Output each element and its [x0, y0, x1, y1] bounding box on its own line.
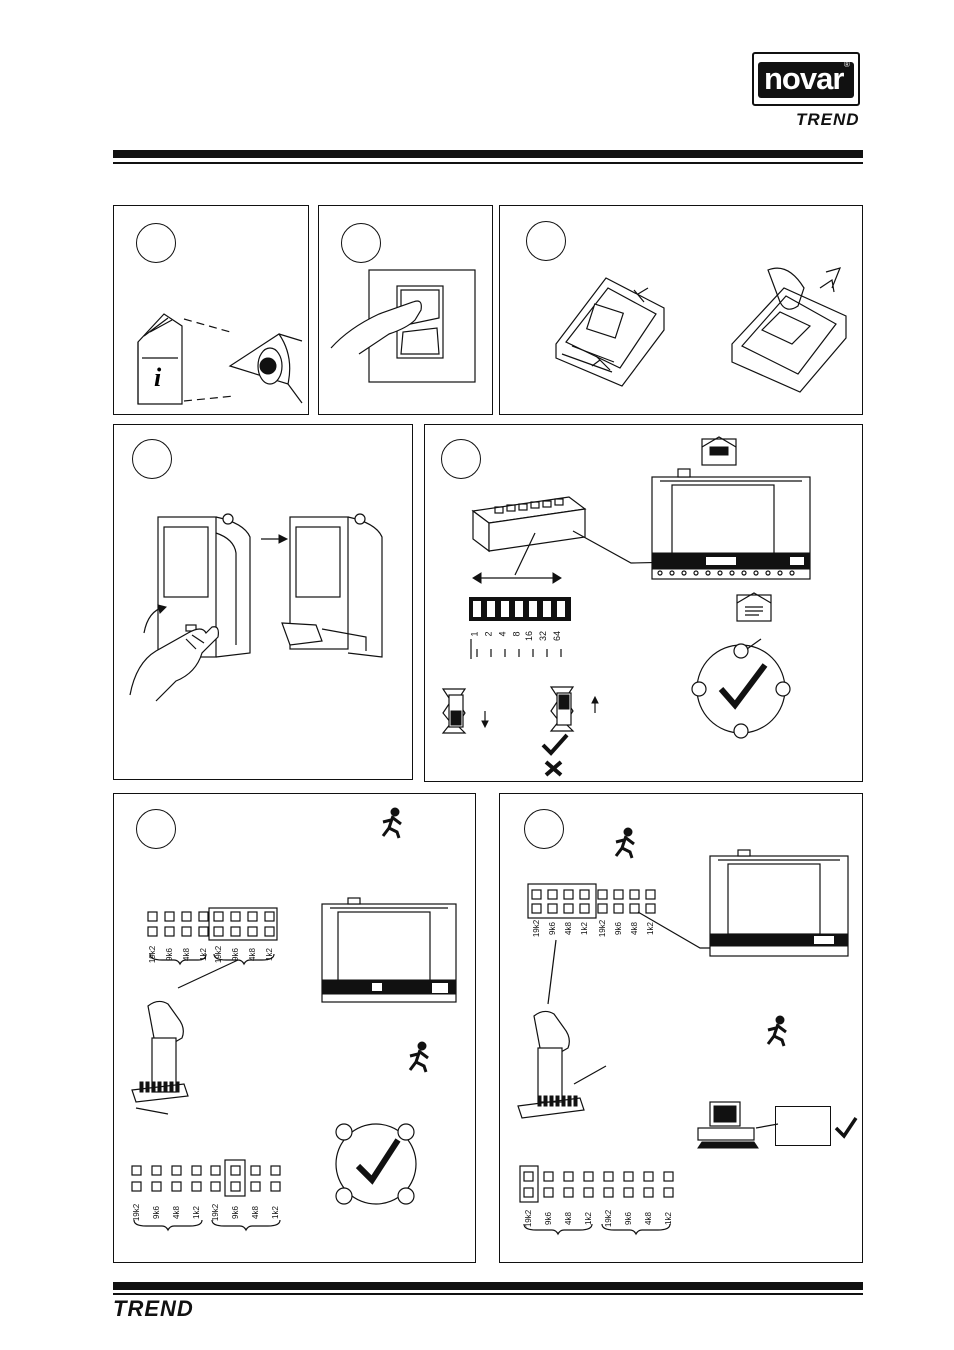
- device-front-panel: [708, 850, 850, 960]
- hand-jumper-illustration: [514, 1008, 624, 1128]
- step-number-circle: [136, 809, 176, 849]
- device-front-panel: [650, 469, 815, 581]
- footer-rule-thin: [113, 1293, 863, 1295]
- registered-mark: ®: [844, 60, 850, 69]
- switch-off-detail: [435, 683, 495, 739]
- footer-rule-thick: [113, 1282, 863, 1290]
- brace-group: [522, 1222, 682, 1236]
- running-person-icon: [404, 1040, 436, 1074]
- arrow-right-icon: [259, 533, 289, 545]
- checkmark-icon: [834, 1116, 858, 1140]
- header-rule-thin: [113, 162, 863, 164]
- status-ok-diagram: [687, 639, 797, 739]
- trend-logo-footer: TREND: [113, 1296, 194, 1322]
- trend-logo-header: TREND: [796, 110, 860, 130]
- step-panel-2: [318, 205, 493, 415]
- eye-icon: [184, 306, 309, 406]
- step-panel-1: i: [113, 205, 309, 415]
- header-rule-thick: [113, 150, 863, 158]
- step-number-circle: [341, 223, 381, 263]
- switch-icon: [329, 268, 489, 388]
- step-panel-7: 19k2 9k6 4k8 1k2 19k2 9k6 4k8 1k2: [499, 793, 863, 1263]
- step-number-circle: [132, 439, 172, 479]
- envelope-icon: [735, 589, 775, 623]
- device-side-illustration-right: [282, 513, 397, 663]
- checkmark-icon: [541, 733, 569, 755]
- device-lift-cover-illustration: [728, 266, 858, 396]
- status-ok-diagram: [324, 1116, 428, 1216]
- envelope-icon: [700, 433, 740, 467]
- novar-logo-text: novar: [764, 61, 843, 97]
- step-number-circle: [441, 439, 481, 479]
- brace-group: [132, 1218, 292, 1232]
- device-open-cover-illustration: [552, 268, 672, 393]
- switch-on-detail: [543, 681, 603, 737]
- step-panel-6: 19k2 9k6 4k8 1k2 19k2 9k6 4k8 1k2: [113, 793, 476, 1263]
- running-person-icon: [762, 1014, 794, 1048]
- pc-software-box: [775, 1106, 831, 1146]
- step-panel-4: [113, 424, 413, 780]
- step-panel-5: 1 2 4 8 16 32 64: [424, 424, 863, 782]
- device-front-panel: [320, 898, 460, 1004]
- step-panel-3: [499, 205, 863, 415]
- svg-text:i: i: [154, 363, 162, 392]
- hand-pull-illustration: [126, 603, 226, 703]
- brand-logo: novar ®: [752, 52, 862, 107]
- step-number-circle: [526, 221, 566, 261]
- running-person-icon: [610, 826, 642, 860]
- double-arrow-icon: [471, 571, 563, 585]
- hand-jumper-illustration: [128, 998, 198, 1118]
- step-number-circle: [524, 809, 564, 849]
- dip-direction-arrows: [469, 635, 579, 661]
- step-number-circle: [136, 223, 176, 263]
- running-person-icon: [377, 806, 409, 840]
- dip-switch-bank[interactable]: [469, 597, 571, 621]
- cross-icon: [543, 759, 565, 777]
